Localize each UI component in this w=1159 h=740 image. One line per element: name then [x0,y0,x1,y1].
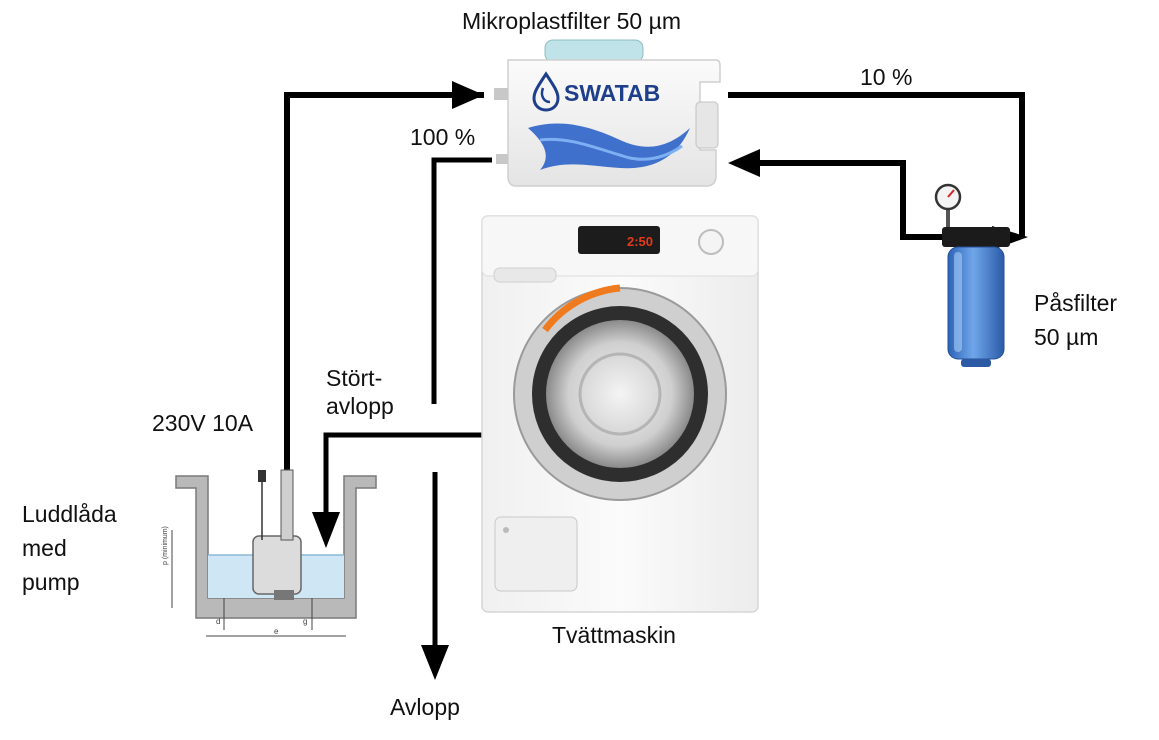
filter-fabric-highlight [539,137,683,161]
filter-inlet-nipple [494,88,508,100]
lint-box: p (minimum) e d g [162,469,377,637]
service-flap [494,516,578,592]
pump-icon [252,535,302,595]
prefilter-unit [934,183,1010,367]
power-label: 230V 10A [152,410,254,436]
filter-outlet-port [695,101,719,149]
filter-return-arrowhead [728,149,760,177]
drain-arrowhead [421,645,449,680]
stort-avlopp-label: Stört- avlopp [326,365,394,419]
filter-to-prefilter-line [728,92,1025,237]
detergent-drawer [493,267,557,283]
lintbox-arrowhead [312,512,340,548]
prefilter-shine [954,252,962,352]
microplastic-filter-unit: SWATAB [494,39,721,187]
pump-plug [258,470,266,482]
swatab-logo-inner [540,87,551,104]
pump-foot [274,590,294,600]
brand-text: SWATAB [564,80,660,106]
prefilter-head [942,227,1010,247]
washer-label: Tvättmaskin [552,622,676,648]
percent-100-label: 100 % [410,124,476,150]
percent-10-label: 10 % [860,64,913,90]
pump-to-filter-line [284,92,484,470]
drum-inner-ring [578,352,662,436]
gauge-needle [947,189,955,198]
washer-display [578,226,660,254]
lintbox-label: Luddlåda med pump [22,501,117,595]
washing-machine: 2:50 [481,215,759,613]
pit-label-p: p (minimum) [162,526,169,565]
filter-overflow-nipple [496,154,508,164]
filter-lid [544,39,644,63]
door-accent-ring [542,284,621,333]
pit-label-e: e [274,627,279,636]
filter-title: Mikroplastfilter 50 µm [462,8,682,34]
washer-drain-line [323,432,482,520]
washer-display-text: 2:50 [627,234,653,249]
washer-drum [546,320,694,468]
drain-label: Avlopp [390,694,460,720]
filter-inlet-arrowhead [452,81,484,109]
prefilter-bottom [961,359,991,367]
prefilter-label: Påsfilter 50 µm [1034,290,1118,350]
pit-label-d: d [216,617,220,626]
service-flap-latch [503,527,509,533]
pump-riser-pipe [280,469,294,541]
overflow-line [431,157,492,404]
flow-lines [284,81,1028,680]
program-dial [698,229,724,255]
swatab-logo-icon [532,71,560,112]
pit-label-g: g [303,617,307,626]
prefilter-return-line [760,160,948,240]
